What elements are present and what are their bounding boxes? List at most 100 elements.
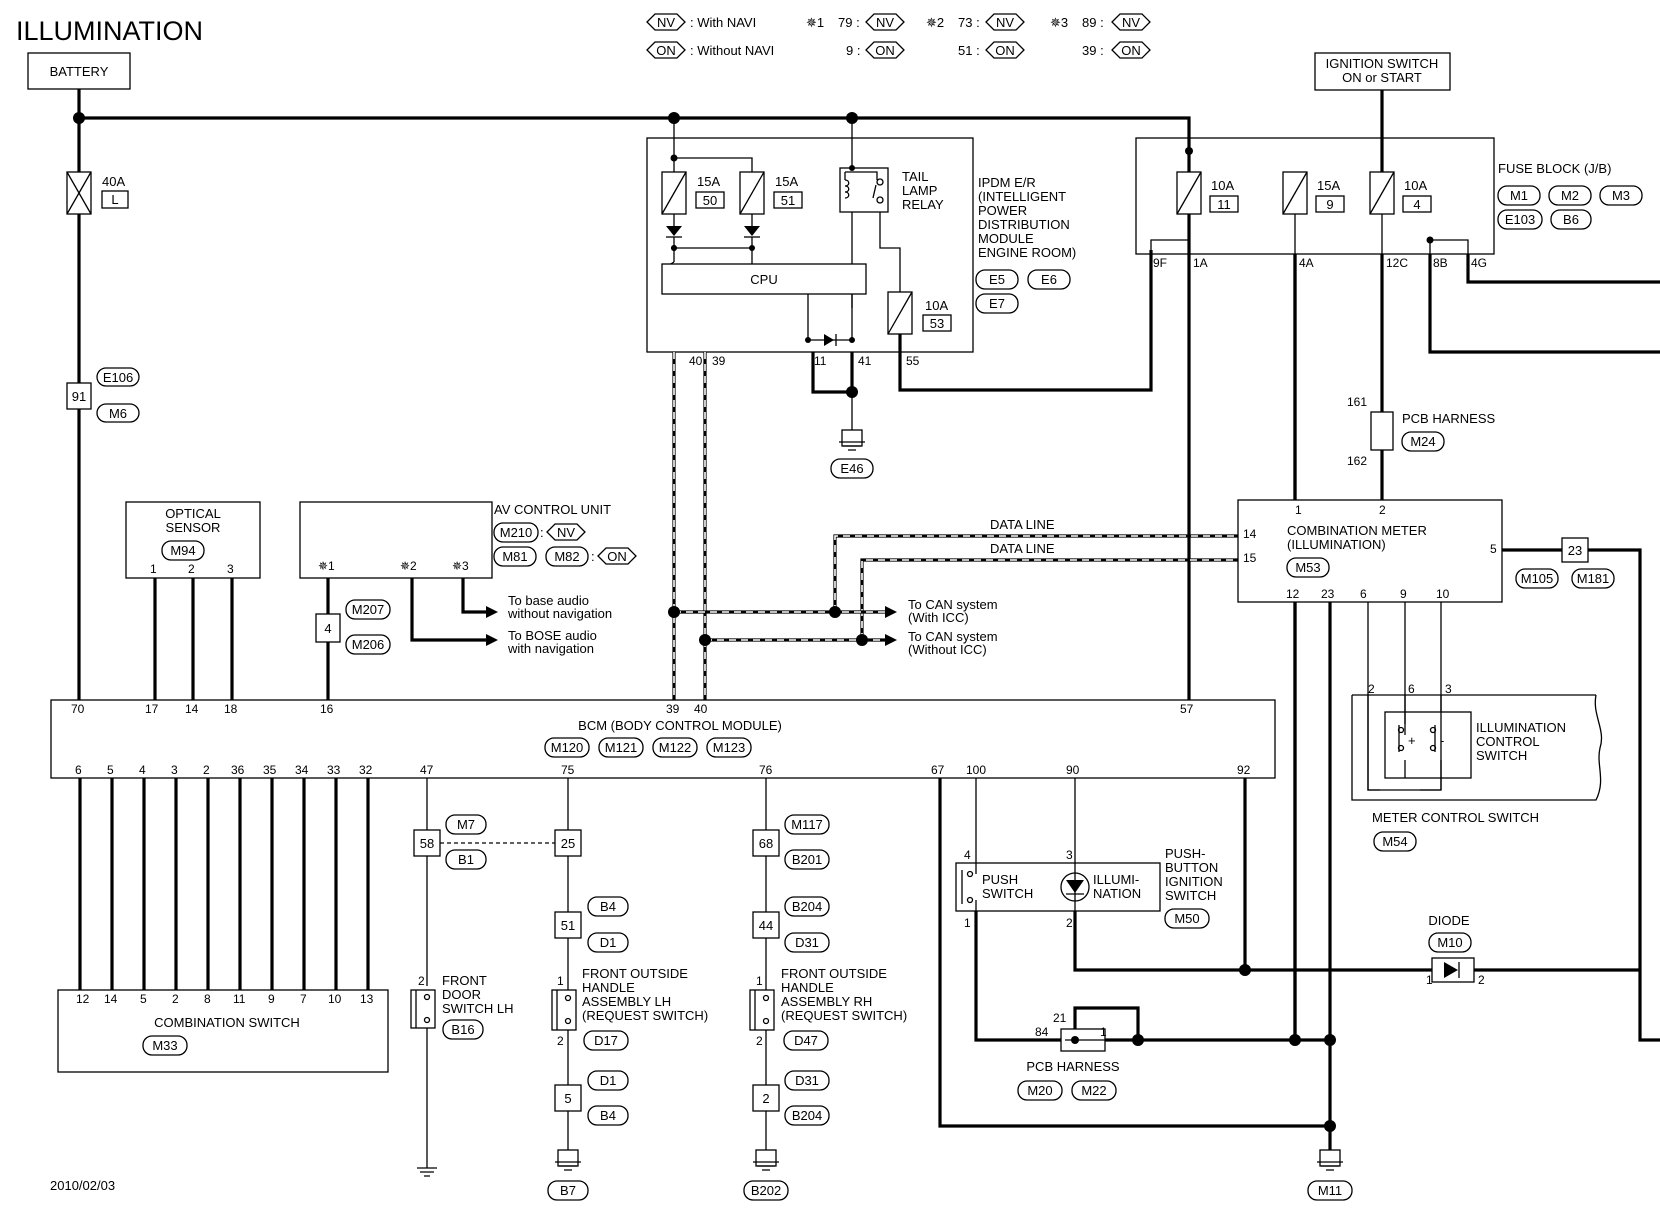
connector-d1 [587,932,629,953]
connector-m53 [1286,557,1330,578]
connector-5 [554,1084,582,1112]
connector-e6-label: E6 [1041,272,1057,287]
legend-star2-nv-badge [985,13,1025,31]
legend-nv-code: NV [657,15,675,30]
connector-m207-label: M207 [352,602,385,617]
optical-pin-3: 3 [227,562,234,576]
ipdm-cpu-label: CPU [750,272,777,287]
connector-m181-label: M181 [1577,571,1610,586]
fuse-11-rating: 10A [1211,178,1234,193]
pcb-harness-m24 [1370,411,1394,451]
fuse-block-title: FUSE BLOCK (J/B) [1498,161,1611,176]
bcm-pin-17: 17 [145,702,159,716]
connector-m206-label: M206 [352,637,385,652]
meter-pin-2: 2 [1379,503,1386,517]
bcm-pin-4: 4 [139,763,146,777]
av-pin-star2: ✵2 [400,559,417,573]
connector-b6-label: B6 [1563,212,1579,227]
connector-e7 [975,293,1019,314]
meter-switch-minus: - [1440,733,1444,748]
av-on-badge [597,547,637,565]
connector-m81 [493,546,537,567]
connector-d47-label: D47 [794,1033,818,1048]
meter-pin-12: 12 [1286,587,1300,601]
can-with-icc-label-2: (With ICC) [908,610,969,625]
connector-m22 [1071,1080,1117,1101]
push-button-ignition-switch: 4 3 1 2 PUSH SWITCH ILLUMI- NATION PUSH-… [938,778,1336,1132]
bcm-pin-5: 5 [107,763,114,777]
bcm-pin-47: 47 [420,763,434,777]
av-nv-badge [546,523,586,541]
connector-b204-2-label: B204 [792,1108,822,1123]
rh-handle-label-1: FRONT OUTSIDE [781,966,887,981]
ipdm-pin-11: 11 [814,354,827,368]
legend-star2-nv: 73 : [958,15,980,30]
optical-pin-1: 1 [150,562,157,576]
connector-d31-2-label: D31 [795,1073,819,1088]
connector-m3-label: M3 [1612,188,1630,203]
ground-m11-icon [1319,1149,1341,1167]
bcm-pin-76: 76 [759,763,773,777]
fuse-block: 10A 11 15A 9 10A 4 9F 1A 4A 12C 8B 4G FU… [1135,118,1643,270]
legend-star1-on-code: ON [875,43,895,58]
ipdm-label-1: IPDM E/R [978,175,1036,190]
meter-pin-14: 14 [1243,527,1257,541]
connector-m120 [544,737,590,758]
connector-m117 [784,814,830,835]
ipdm-box [646,137,974,353]
legend: NV : With NAVI ON : Without NAVI ✵1 79 :… [646,13,1151,59]
connector-e103 [1497,209,1543,230]
connector-m122-label: M122 [659,740,692,755]
legend-star3-nv: 89 : [1082,15,1104,30]
connector-25-pin: 25 [561,836,575,851]
bcm-title: BCM (BODY CONTROL MODULE) [578,718,782,733]
legend-on-text: : Without NAVI [690,43,774,58]
combination-meter: 1 2 14 15 5 COMBINATION METER (ILLUMINAT… [1237,499,1503,603]
legend-star2: ✵2 [926,15,944,30]
push-button-title-4: SWITCH [1165,888,1216,903]
bcm-pin-57: 57 [1180,702,1194,716]
rh-handle-pin-1: 1 [756,974,763,988]
combo-pin-11: 11 [233,992,246,1006]
relay-label-1: TAIL [902,169,929,184]
connector-m10-label: M10 [1437,935,1462,950]
fuse-53-num: 53 [930,316,944,331]
illum-switch-label-1: ILLUMINATION [1476,720,1566,735]
connector-b1 [445,849,487,870]
av-pin-star1: ✵1 [318,559,335,573]
push-button-pin-4: 4 [964,848,971,862]
fuseblock-pin-1a: 1A [1193,256,1208,270]
connector-d47 [783,1030,829,1051]
connector-25 [554,829,582,857]
connector-b1-label: B1 [458,852,474,867]
connector-d1-label: D1 [600,935,617,950]
can-without-icc-label-1: To CAN system [908,629,998,644]
front-door-pin-2: 2 [418,974,425,988]
fuse-4-num: 4 [1413,197,1420,212]
connector-m121-label: M121 [605,740,638,755]
fuse-9-rating: 15A [1317,178,1340,193]
fuse-51-num: 51 [781,193,795,208]
combination-switch [57,989,389,1073]
ignition-label-1: IGNITION SWITCH [1326,56,1439,71]
meter-switch-pin-2: 2 [1368,682,1375,696]
meter-control-switch: 2 6 3 + - ILLUMINATION CONTROL SWITCH ME… [1351,682,1603,852]
meter-pin-9: 9 [1400,587,1407,601]
connector-m105 [1515,568,1559,589]
data-line-label-1: DATA LINE [990,517,1055,532]
meter-pin-23: 23 [1321,587,1335,601]
relay-coil-icon [844,179,850,199]
pcb-m20-pin-84: 84 [1035,1025,1049,1039]
connector-4 [315,613,341,643]
fuse-50-num: 50 [703,193,717,208]
connector-b4-2 [587,1105,629,1126]
bcm-pin-75: 75 [561,763,575,777]
fuseblock-pin-9f: 9F [1153,256,1167,270]
illumination-label-2: NATION [1093,886,1141,901]
connector-m123-label: M123 [713,740,746,755]
pcb-m20-pin-21: 21 [1053,1011,1067,1025]
illumination-control-switch [1384,711,1472,779]
tail-lamp-relay [839,167,889,213]
connector-m54 [1373,831,1417,852]
